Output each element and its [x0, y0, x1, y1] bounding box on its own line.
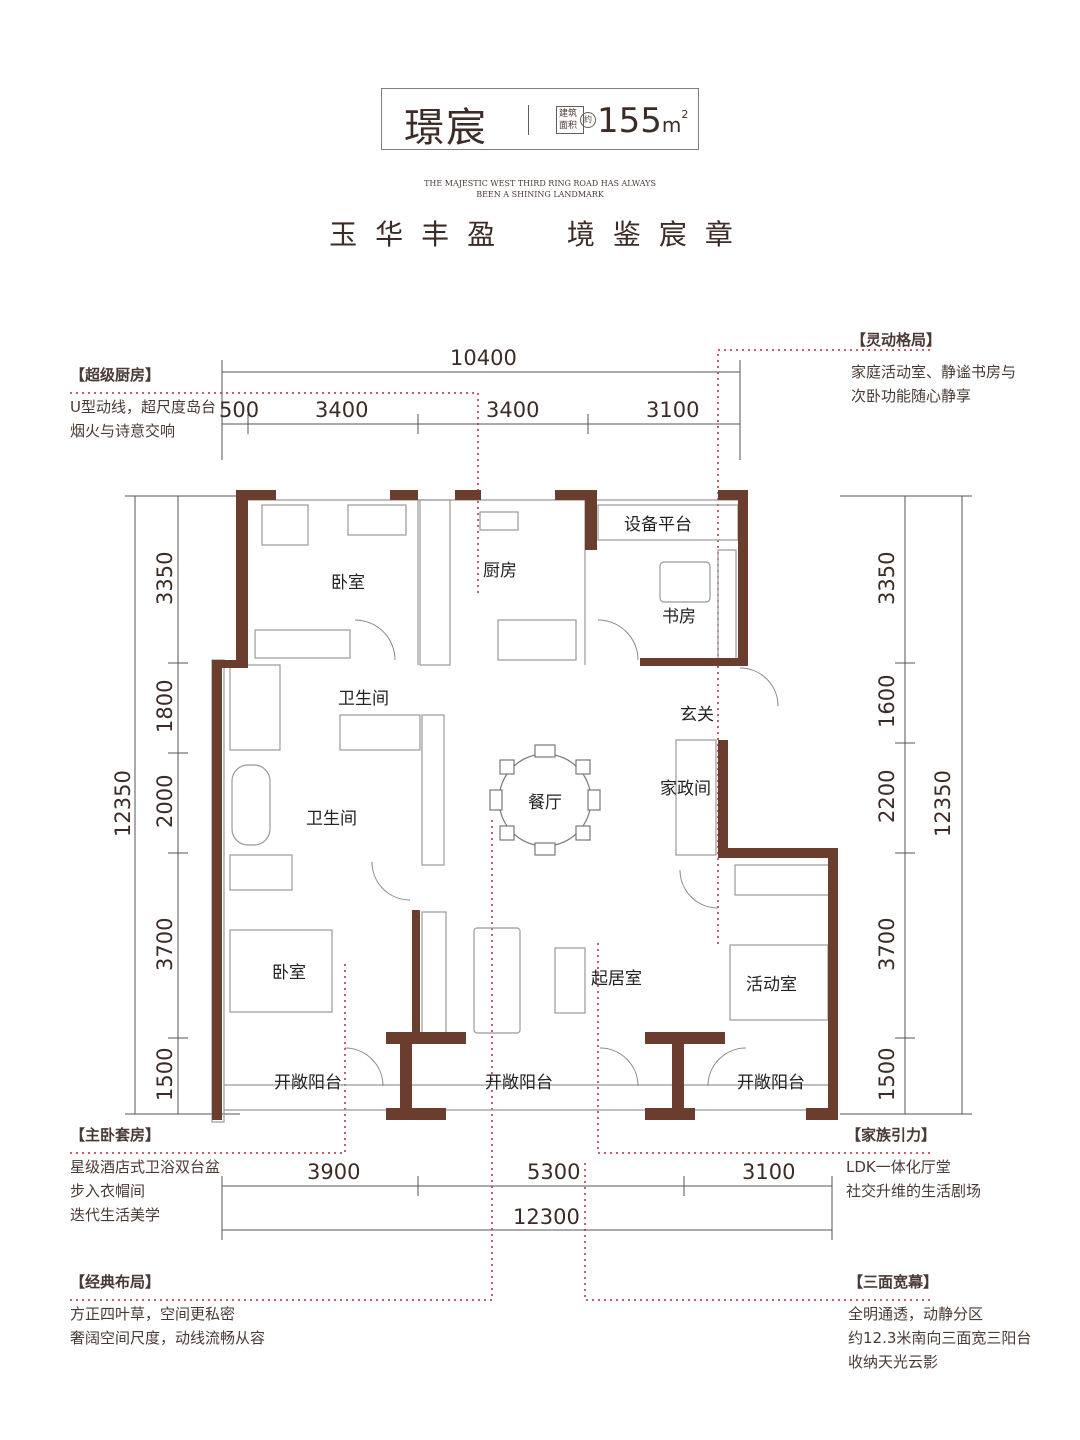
callout-classic-title: 【经典布局】 — [70, 1273, 161, 1291]
area-sup: 2 — [681, 108, 689, 121]
dim-right-seg-3: 2200 — [875, 769, 899, 823]
callout-classic-line-2: 奢阔空间尺度，动线流畅从容 — [70, 1329, 266, 1347]
english-subtitle: THE MAJESTIC WEST THIRD RING ROAD HAS AL… — [360, 178, 720, 200]
dim-right-seg-1: 3350 — [875, 551, 899, 605]
english-line-1: THE MAJESTIC WEST THIRD RING ROAD HAS AL… — [424, 179, 656, 188]
callout-family-line-2: 社交升维的生活剧场 — [846, 1182, 982, 1200]
callout-kitchen-title: 【超级厨房】 — [70, 366, 161, 384]
callout-master-line-3: 迭代生活美学 — [70, 1206, 161, 1224]
callout-master-line-1: 星级酒店式卫浴双台盆 — [70, 1158, 221, 1176]
callout-facade: 【三面宽幕】 全明通透，动静分区 约12.3米南向三面宽三阳台 收纳天光云影 — [848, 1271, 1031, 1374]
room-bath-2: 卫生间 — [306, 809, 357, 829]
dim-left-seg-4: 3700 — [153, 917, 177, 971]
dim-top-seg-2: 3400 — [315, 398, 369, 422]
dim-bottom-seg-1: 3900 — [307, 1160, 361, 1184]
dim-left-seg-5: 1500 — [153, 1047, 177, 1101]
callout-kitchen-line-1: U型动线，超尺度岛台 — [70, 398, 216, 416]
dim-top-seg-1: 500 — [219, 398, 260, 422]
title-separator — [528, 105, 529, 135]
callout-kitchen-line-2: 烟火与诗意交响 — [70, 422, 176, 440]
room-activity: 活动室 — [746, 975, 797, 995]
callout-kitchen: 【超级厨房】 U型动线，超尺度岛台 烟火与诗意交响 — [70, 364, 216, 443]
room-balcony-3: 开敞阳台 — [737, 1073, 805, 1093]
callout-classic-line-1: 方正四叶草，空间更私密 — [70, 1305, 236, 1323]
room-dining: 餐厅 — [528, 793, 562, 813]
room-study: 书房 — [662, 607, 696, 627]
callout-lines — [70, 349, 930, 1301]
room-balcony-1: 开敞阳台 — [274, 1073, 342, 1093]
dim-right-seg-2: 1600 — [875, 674, 899, 728]
room-bedroom-nw: 卧室 — [331, 573, 365, 593]
callout-flex-line-2: 次卧功能随心静享 — [851, 387, 972, 405]
dim-top-seg-4: 3100 — [646, 398, 700, 422]
english-line-2: BEEN A SHINING LANDMARK — [476, 190, 604, 199]
room-kitchen: 厨房 — [483, 561, 517, 581]
callout-facade-line-2: 约12.3米南向三面宽三阳台 — [848, 1329, 1032, 1347]
callout-master-title: 【主卧套房】 — [70, 1126, 161, 1144]
area-prefix: 约 — [580, 112, 596, 128]
area-unit: m — [661, 113, 682, 137]
dim-bottom-seg-3: 3100 — [742, 1160, 796, 1184]
dim-left-seg-3: 2000 — [153, 774, 177, 828]
room-equipment: 设备平台 — [624, 515, 692, 535]
area-value: 155 — [597, 101, 662, 141]
dim-top-total: 10400 — [450, 346, 517, 370]
callout-family-title: 【家族引力】 — [846, 1126, 937, 1144]
callout-classic: 【经典布局】 方正四叶草，空间更私密 奢阔空间尺度，动线流畅从容 — [70, 1271, 265, 1350]
callout-master-line-2: 步入衣帽间 — [70, 1182, 146, 1200]
title-box: 璟宸 建筑面积 约 155m2 — [381, 88, 699, 151]
callout-facade-line-3: 收纳天光云影 — [848, 1353, 939, 1371]
callout-family-line-1: LDK一体化厅堂 — [846, 1158, 951, 1176]
callout-flex-title: 【灵动格局】 — [851, 331, 942, 349]
room-balcony-2: 开敞阳台 — [485, 1073, 553, 1093]
callout-flex-line-1: 家庭活动室、静谧书房与 — [851, 363, 1017, 381]
dim-bottom-seg-2: 5300 — [527, 1160, 581, 1184]
callout-facade-title: 【三面宽幕】 — [848, 1273, 939, 1291]
dim-right-seg-4: 3700 — [875, 917, 899, 971]
callout-family: 【家族引力】 LDK一体化厅堂 社交升维的生活剧场 — [846, 1124, 981, 1203]
heavy-walls — [212, 490, 838, 1120]
dim-left-seg-2: 1800 — [153, 679, 177, 733]
dim-right-total: 12350 — [931, 770, 955, 837]
room-living: 起居室 — [591, 969, 642, 989]
dining-table — [489, 744, 601, 856]
area-value-group: 155m2 — [597, 101, 688, 141]
slogan: 玉华丰盈 境鉴宸章 — [329, 218, 751, 251]
dim-right-seg-5: 1500 — [875, 1047, 899, 1101]
room-foyer: 玄关 — [680, 705, 714, 725]
room-bath-1: 卫生间 — [338, 689, 389, 709]
callout-flex-layout: 【灵动格局】 家庭活动室、静谧书房与 次卧功能随心静享 — [851, 329, 1016, 408]
dim-left-seg-1: 3350 — [153, 551, 177, 605]
callout-master: 【主卧套房】 星级酒店式卫浴双台盆 步入衣帽间 迭代生活美学 — [70, 1124, 220, 1227]
door-swings — [344, 619, 779, 1087]
room-housekeeping: 家政间 — [660, 779, 711, 799]
unit-name: 璟宸 — [404, 105, 488, 151]
dimension-lines — [125, 360, 972, 1240]
dim-top-seg-3: 3400 — [486, 398, 540, 422]
callout-facade-line-1: 全明通透，动静分区 — [848, 1305, 984, 1323]
room-bedroom-sw: 卧室 — [272, 963, 306, 983]
dim-left-total: 12350 — [111, 770, 135, 837]
dim-bottom-total: 12300 — [513, 1205, 580, 1229]
